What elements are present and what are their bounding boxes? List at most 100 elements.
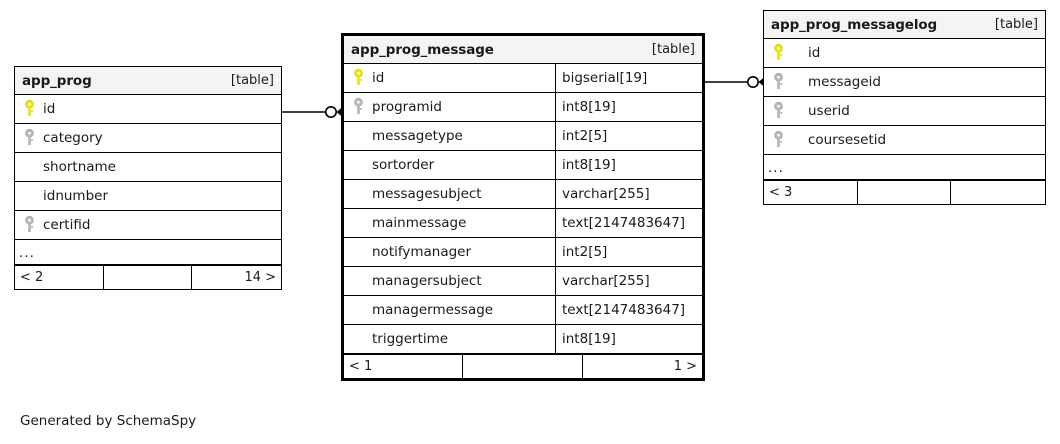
pagination-prev[interactable]: < 1 <box>344 355 464 378</box>
table-row[interactable]: category <box>15 124 281 153</box>
foreign-key-icon <box>770 131 786 149</box>
table-row[interactable]: messagesubject varchar[255] <box>344 180 702 209</box>
table-title: app_prog <box>22 72 92 89</box>
column-cell: notifymanager <box>344 238 556 266</box>
column-name: category <box>43 130 103 146</box>
table-row[interactable]: triggertime int8[19] <box>344 325 702 354</box>
table-type-tag: [table] <box>230 73 274 88</box>
column-type: int2[5] <box>562 244 608 260</box>
column-cell: userid <box>764 97 1045 125</box>
column-name: mainmessage <box>372 215 467 231</box>
column-name: id <box>43 101 56 117</box>
column-name: idnumber <box>43 188 109 204</box>
no-key-spacer <box>21 187 37 205</box>
column-cell: certifid <box>15 211 281 239</box>
column-name: programid <box>372 99 442 115</box>
column-type: varchar[255] <box>562 273 650 289</box>
table-type-tag: [table] <box>651 42 695 57</box>
table-row[interactable]: id <box>764 39 1045 68</box>
column-cell: id <box>764 39 1045 67</box>
table-app-prog-messagelog[interactable]: app_prog_messagelog [table] id <box>763 10 1046 205</box>
column-cell: coursesetid <box>764 126 1045 154</box>
table-type-tag: [table] <box>994 17 1038 32</box>
zero-cardinality-circle <box>324 106 337 118</box>
pagination-middle[interactable] <box>463 355 583 378</box>
column-name: messagetype <box>372 128 463 144</box>
ellipsis-cell: ... <box>768 160 784 176</box>
column-type: int8[19] <box>562 331 616 347</box>
no-key-spacer <box>21 158 37 176</box>
no-key-spacer <box>350 272 366 290</box>
table-row[interactable]: programid int8[19] <box>344 93 702 122</box>
column-cell: sortorder <box>344 151 556 179</box>
column-cell: id <box>15 95 281 123</box>
column-cell: managersubject <box>344 267 556 295</box>
column-name: shortname <box>43 159 116 175</box>
column-cell: managermessage <box>344 296 556 324</box>
table-row[interactable]: certifid <box>15 211 281 240</box>
column-type: text[2147483647] <box>562 302 686 318</box>
column-cell: id <box>344 64 556 92</box>
table-pagination-app-prog[interactable]: < 2 14 > <box>15 265 281 289</box>
table-pagination-app-prog-message[interactable]: < 1 1 > <box>344 354 702 378</box>
column-cell: messageid <box>764 68 1045 96</box>
zero-cardinality-circle <box>746 76 759 88</box>
relationship-app-prog-to-message[interactable] <box>278 98 346 126</box>
no-key-spacer <box>350 185 366 203</box>
relationship-message-to-messagelog[interactable] <box>700 68 768 96</box>
column-name: messagesubject <box>372 186 482 202</box>
column-type: text[2147483647] <box>562 215 686 231</box>
column-cell: messagesubject <box>344 180 556 208</box>
column-name: notifymanager <box>372 244 472 260</box>
no-key-spacer <box>350 127 366 145</box>
column-name: managersubject <box>372 273 482 289</box>
pagination-next[interactable]: 1 > <box>673 359 697 374</box>
table-row[interactable]: messageid <box>764 68 1045 97</box>
table-row[interactable]: coursesetid <box>764 126 1045 155</box>
table-row[interactable]: id <box>15 95 281 124</box>
table-row[interactable]: notifymanager int2[5] <box>344 238 702 267</box>
table-row[interactable]: userid <box>764 97 1045 126</box>
foreign-key-icon <box>770 73 786 91</box>
table-row[interactable]: mainmessage text[2147483647] <box>344 209 702 238</box>
column-name: certifid <box>43 217 91 233</box>
column-cell: mainmessage <box>344 209 556 237</box>
table-title: app_prog_message <box>351 41 494 58</box>
column-cell: triggertime <box>344 325 556 353</box>
table-row[interactable]: shortname <box>15 153 281 182</box>
foreign-key-icon <box>21 216 37 234</box>
table-row[interactable]: sortorder int8[19] <box>344 151 702 180</box>
table-header-app-prog: app_prog [table] <box>15 67 281 95</box>
table-app-prog-message[interactable]: app_prog_message [table] id bigserial[19… <box>341 33 705 381</box>
more-columns-row: ... <box>764 155 1045 180</box>
pagination-prev[interactable]: < 2 <box>15 266 104 289</box>
column-cell: category <box>15 124 281 152</box>
column-name: coursesetid <box>808 132 887 148</box>
no-key-spacer <box>350 156 366 174</box>
column-cell: messagetype <box>344 122 556 150</box>
column-type: int2[5] <box>562 128 608 144</box>
table-row[interactable]: managersubject varchar[255] <box>344 267 702 296</box>
more-columns-row: ... <box>15 240 281 265</box>
pagination-next[interactable] <box>951 181 1045 204</box>
foreign-key-icon <box>350 98 366 116</box>
column-type: int8[19] <box>562 99 616 115</box>
pagination-middle[interactable] <box>104 266 193 289</box>
table-pagination-app-prog-messagelog[interactable]: < 3 <box>764 180 1045 204</box>
column-name: managermessage <box>372 302 494 318</box>
table-row[interactable]: messagetype int2[5] <box>344 122 702 151</box>
column-type: varchar[255] <box>562 186 650 202</box>
table-app-prog[interactable]: app_prog [table] id <box>14 66 282 290</box>
pagination-prev[interactable]: < 3 <box>764 181 858 204</box>
column-name: userid <box>808 103 850 119</box>
pagination-next[interactable]: 14 > <box>244 270 277 285</box>
column-name: id <box>808 45 821 61</box>
table-row[interactable]: managermessage text[2147483647] <box>344 296 702 325</box>
primary-key-icon <box>21 100 37 118</box>
table-row[interactable]: idnumber <box>15 182 281 211</box>
table-row[interactable]: id bigserial[19] <box>344 64 702 93</box>
pagination-middle[interactable] <box>858 181 952 204</box>
column-name: sortorder <box>372 157 435 173</box>
no-key-spacer <box>350 243 366 261</box>
